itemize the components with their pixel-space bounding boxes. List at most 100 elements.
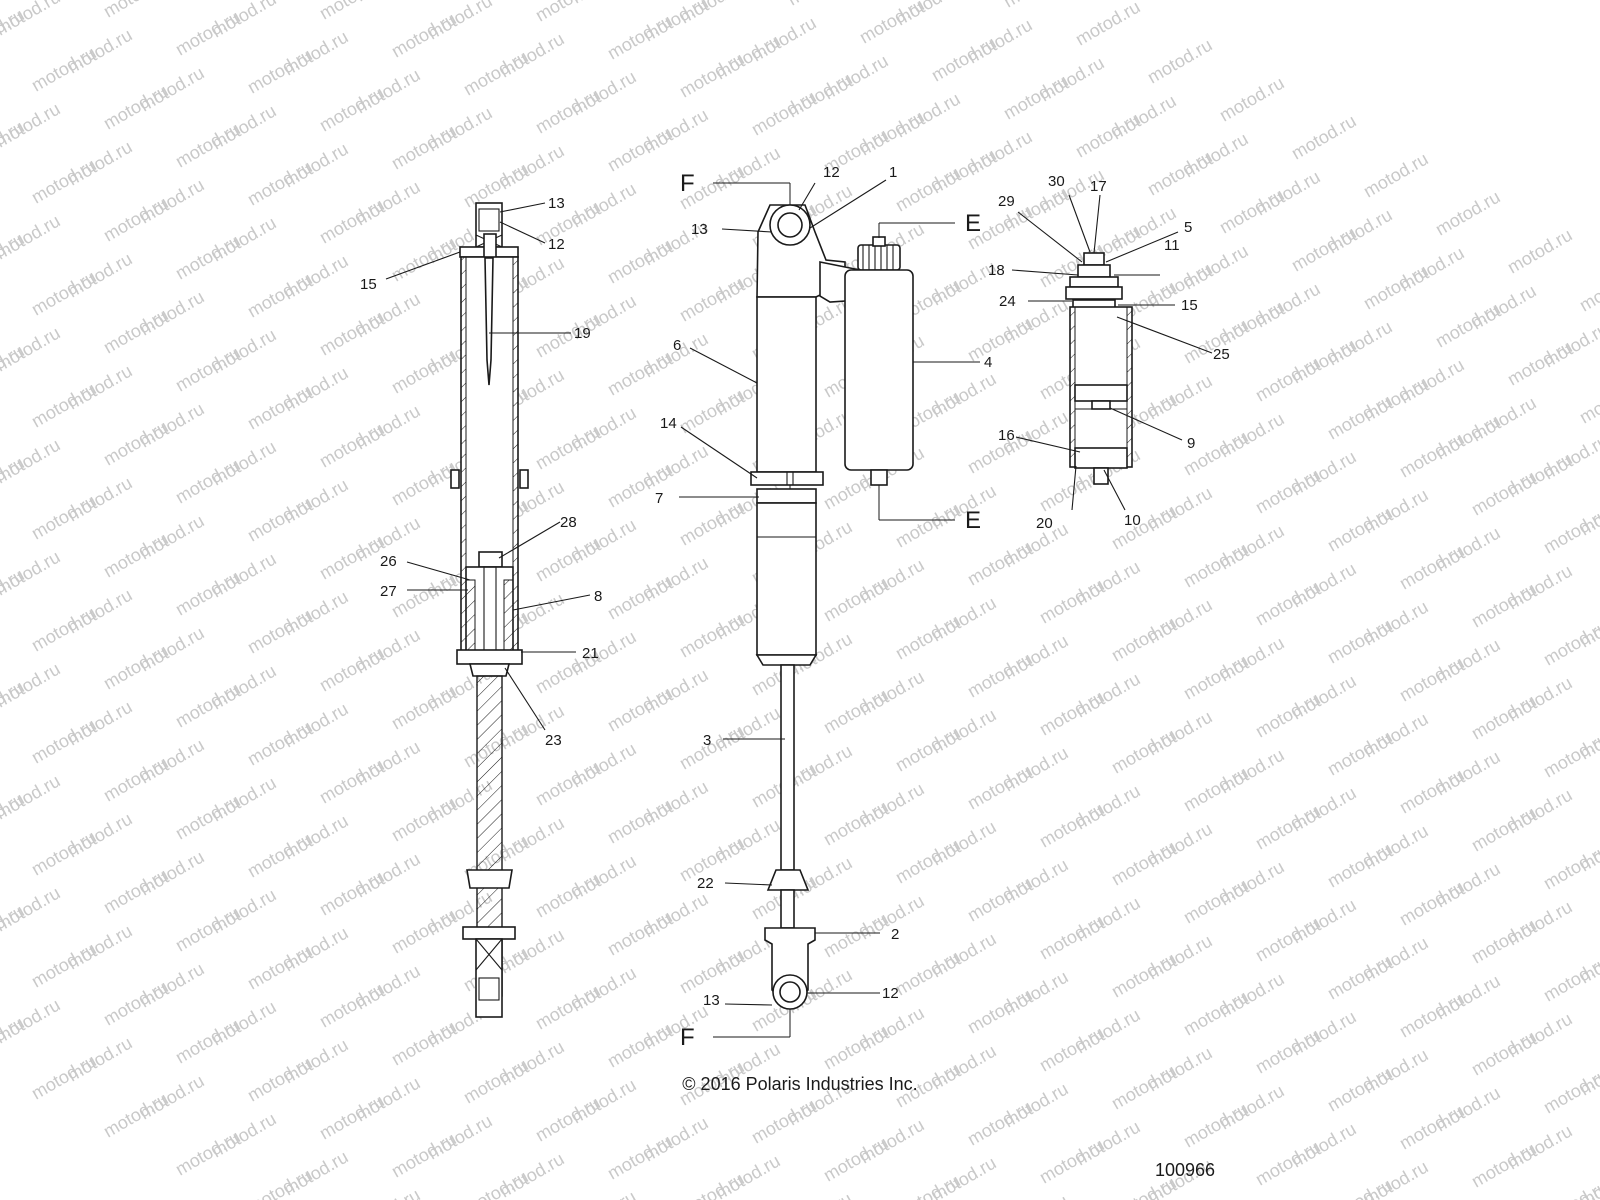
watermark-text: motod.ru: [316, 755, 388, 808]
watermark-text: motod.ru: [1180, 651, 1252, 704]
watermark-text: motod.ru: [1324, 391, 1396, 444]
watermark-text: motod.ru: [172, 679, 244, 732]
watermark-text: motod.ru: [532, 533, 604, 586]
section-e-bottom: E: [965, 507, 981, 534]
watermark-text: motod.ru: [1540, 617, 1600, 670]
watermark-text: motod.ru: [604, 459, 676, 512]
callout-17: 17: [1090, 178, 1107, 195]
watermark-text: motod.ru: [1252, 465, 1324, 518]
watermark-text: motod.ru: [1252, 1025, 1324, 1078]
callout-4: 4: [984, 354, 992, 371]
watermark-text: motod.ru: [1324, 839, 1396, 892]
callout-22: 22: [697, 875, 714, 892]
watermark-text: motod.ru: [28, 379, 100, 432]
watermark-text: motod.ru: [1036, 799, 1108, 852]
watermark-text: motod.ru: [604, 1019, 676, 1072]
watermark-text: motod.ru: [100, 753, 172, 806]
watermark-text: motod.ru: [28, 43, 100, 96]
watermark-text: motod.ru: [1396, 989, 1468, 1042]
watermark-text: motod.ru: [1540, 841, 1600, 894]
watermark-text: motod.ru: [820, 1021, 892, 1074]
watermark-text: motod.ru: [604, 11, 676, 64]
watermark-text: motod.ru: [820, 1133, 892, 1186]
watermark-text: motod.ru: [892, 947, 964, 1000]
callout-14: 14: [660, 415, 677, 432]
callout-25: 25: [1213, 346, 1230, 363]
watermark-text: motod.ru: [1144, 147, 1216, 200]
document-number: 100966: [1155, 1160, 1216, 1180]
callout-1: 1: [889, 164, 897, 181]
watermark-text: motod.ru: [100, 529, 172, 582]
watermark-text: motod.ru: [1540, 1177, 1600, 1200]
watermark-text: motod.ru: [316, 867, 388, 920]
watermark-text: motod.ru: [1396, 765, 1468, 818]
watermark-text: motod.ru: [532, 1093, 604, 1146]
watermark-text: motod.ru: [460, 1167, 532, 1200]
watermark-text: motod.ru: [1324, 503, 1396, 556]
watermark-text: motod.ru: [1468, 467, 1540, 520]
watermark-text: motod.ru: [1468, 915, 1540, 968]
watermark-text: motod.ru: [28, 827, 100, 880]
watermark-text: motod.ru: [388, 905, 460, 958]
callout-13-left-top: 13: [548, 195, 565, 212]
watermark-text: motod.ru: [1000, 0, 1072, 11]
callout-12-center-bottom: 12: [882, 985, 899, 1002]
watermark-text: motod.ru: [532, 757, 604, 810]
watermark-text: motod.ru: [1252, 689, 1324, 742]
callout-27: 27: [380, 583, 397, 600]
callout-12-center-top: 12: [823, 164, 840, 181]
watermark-text: motod.ru: [892, 835, 964, 888]
watermark-text: motod.ru: [1324, 1175, 1396, 1200]
watermark-text: motod.ru: [388, 9, 460, 62]
callout-11: 11: [1164, 237, 1180, 254]
watermark-text: motod.ru: [820, 685, 892, 738]
watermark-text: motod.ru: [1108, 837, 1180, 890]
watermark-text: motod.ru: [1036, 911, 1108, 964]
watermark-text: motod.ru: [1504, 225, 1576, 278]
section-f-top: F: [680, 170, 695, 197]
watermark-text: motod.ru: [964, 537, 1036, 590]
watermark-text: motod.ru: [892, 611, 964, 664]
callout-13-center-top: 13: [691, 221, 708, 238]
watermark-text: motod.ru: [964, 985, 1036, 1038]
watermark-text: motod.ru: [676, 945, 748, 998]
watermark-text: motod.ru: [388, 121, 460, 174]
watermark-text: motod.ru: [1288, 223, 1360, 276]
watermark-text: motod.ru: [316, 307, 388, 360]
callout-16: 16: [998, 427, 1015, 444]
callout-3: 3: [703, 732, 711, 749]
watermark-text: motod.ru: [1036, 687, 1108, 740]
watermark-text: motod.ru: [1576, 263, 1600, 316]
watermark-text: motod.ru: [244, 45, 316, 98]
watermark-text: motod.ru: [244, 493, 316, 546]
watermark-text: motod.ru: [1000, 71, 1072, 124]
watermark-text: motod.ru: [100, 865, 172, 918]
watermark-text: motod.ru: [316, 979, 388, 1032]
watermark-text: motod.ru: [1468, 691, 1540, 744]
watermark-text: motod.ru: [892, 499, 964, 552]
watermark-text: motod.ru: [964, 649, 1036, 702]
watermark-text: motod.ru: [1072, 0, 1144, 49]
watermark-text: motod.ru: [532, 0, 604, 25]
watermark-text: motod.ru: [316, 83, 388, 136]
watermark-text: motod.ru: [1180, 539, 1252, 592]
watermark-text: motod.ru: [964, 761, 1036, 814]
watermark-text: motod.ru: [388, 681, 460, 734]
watermark-text: motod.ru: [928, 33, 1000, 86]
watermark-text: motod.ru: [1468, 1139, 1540, 1192]
watermark-text: motod.ru: [1252, 577, 1324, 630]
watermark-text: motod.ru: [100, 641, 172, 694]
watermark-text: motod.ru: [244, 381, 316, 434]
watermark-text: motod.ru: [604, 683, 676, 736]
watermark-text: motod.ru: [1288, 111, 1360, 164]
watermark-text: motod.ru: [1360, 149, 1432, 202]
watermark-text: motod.ru: [1252, 353, 1324, 406]
callout-6: 6: [673, 337, 681, 354]
cross-section-view: [385, 202, 591, 1018]
watermark-text: motod.ru: [172, 1127, 244, 1180]
callout-18: 18: [988, 262, 1005, 279]
watermark-text: motod.ru: [964, 313, 1036, 366]
watermark-text: motod.ru: [388, 457, 460, 510]
watermark-text: motod.ru: [28, 939, 100, 992]
